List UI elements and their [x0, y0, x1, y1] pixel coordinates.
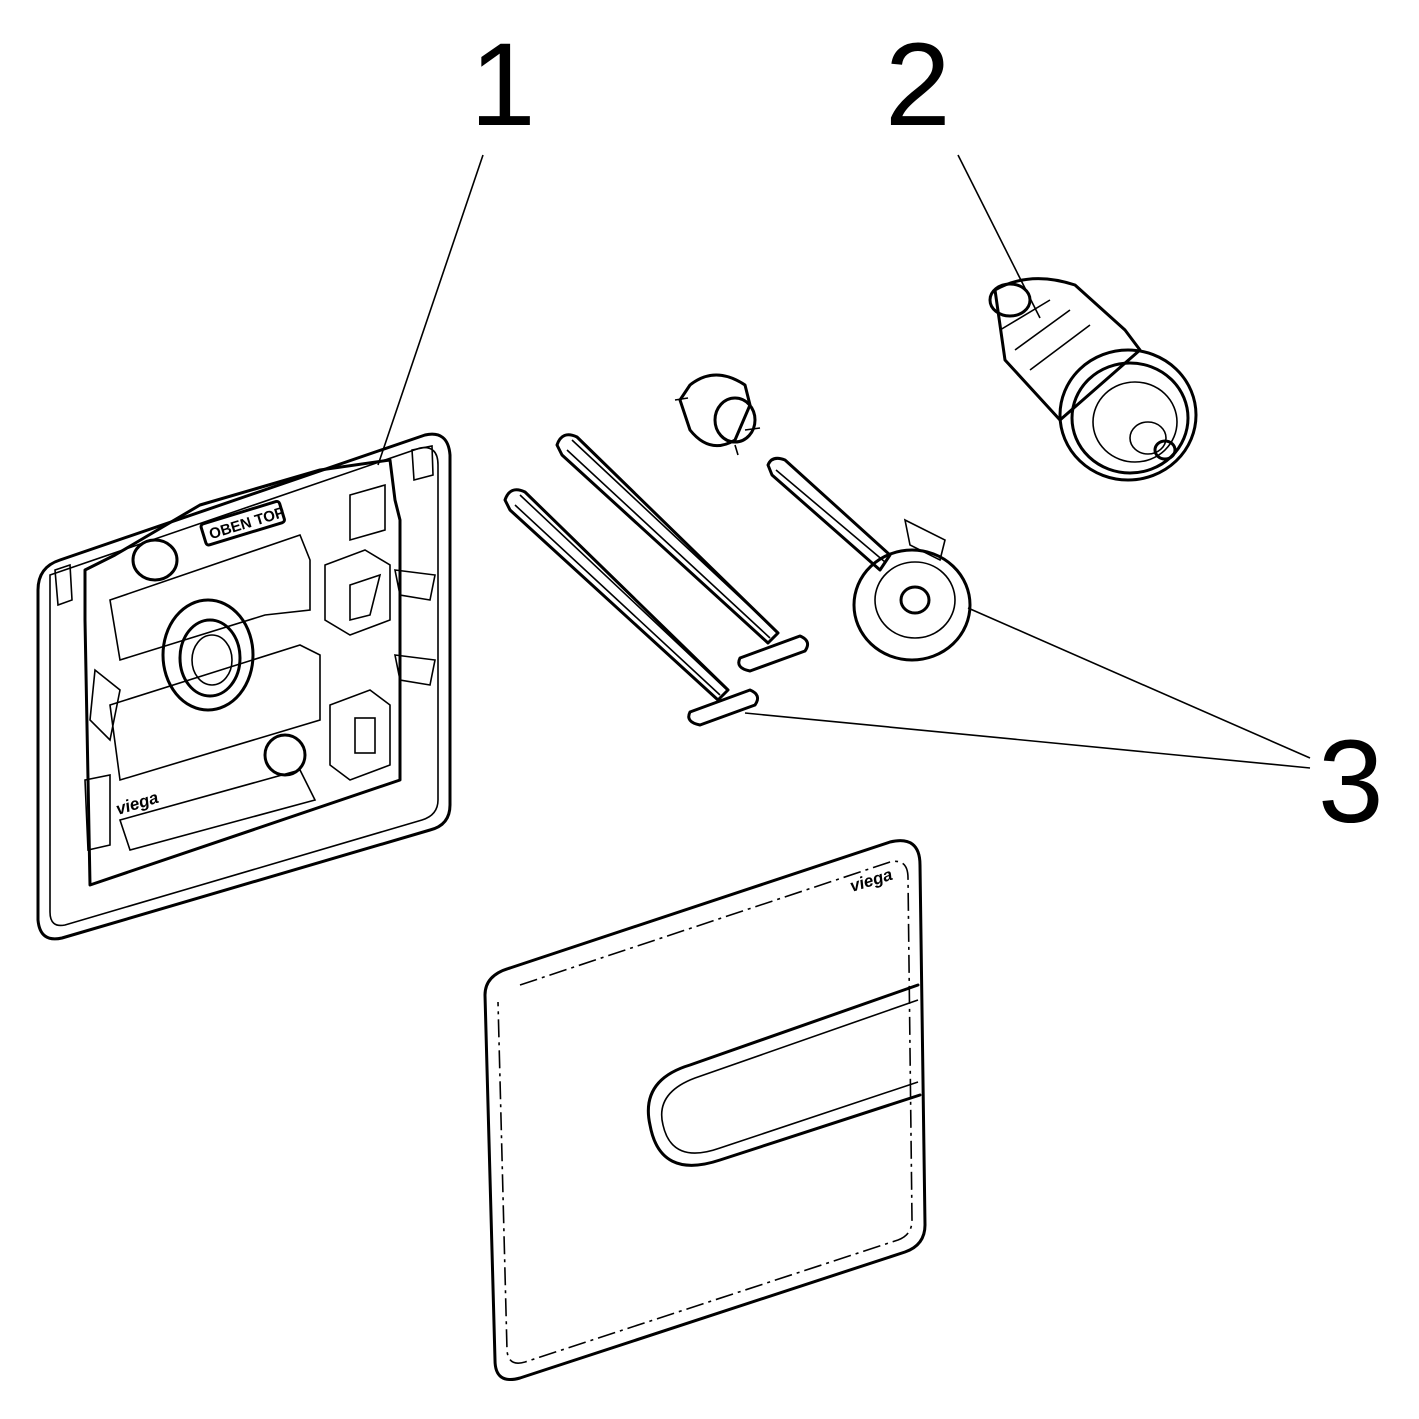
callout-number-2: 2 [885, 19, 951, 151]
flush-valve-cartridge [988, 277, 1198, 482]
adapter-clip [674, 373, 761, 456]
mounting-frame: OBEN TOP viega [36, 432, 452, 941]
svg-text:viega: viega [848, 865, 895, 896]
callout-number-1: 1 [470, 19, 536, 151]
actuator-cover-plate: viega [483, 839, 927, 1381]
screw-2 [555, 433, 810, 673]
screw-1 [503, 488, 760, 727]
callout-number-3: 3 [1318, 716, 1384, 848]
leader-lines [377, 154, 1311, 769]
cover-viega-logo: viega [848, 865, 895, 896]
screw-3-with-ring [766, 456, 972, 662]
svg-text:viega: viega [114, 788, 161, 819]
frame-viega-logo: viega [114, 788, 161, 819]
